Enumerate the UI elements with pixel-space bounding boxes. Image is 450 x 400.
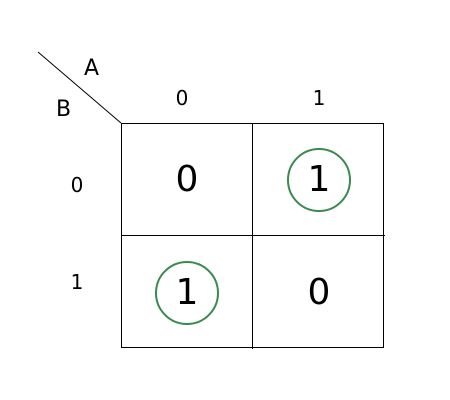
row-header-1: 1: [70, 270, 84, 294]
cell-a0-b1: 1: [122, 236, 253, 349]
variable-b-label: B: [56, 97, 72, 122]
column-header-1: 1: [312, 86, 326, 110]
cell-a1-b0: 1: [253, 124, 385, 236]
cell-a1-b1: 0: [253, 236, 385, 349]
group-circle: [155, 260, 219, 325]
cell-a0-b0: 0: [122, 124, 253, 236]
cell-value: 0: [307, 272, 331, 313]
cell-value: 0: [175, 159, 199, 200]
kmap-grid: 0 1 1 0: [121, 123, 385, 349]
row-header-0: 0: [70, 173, 84, 197]
group-circle: [287, 147, 351, 212]
variable-a-label: A: [84, 56, 100, 81]
column-header-0: 0: [175, 86, 189, 110]
